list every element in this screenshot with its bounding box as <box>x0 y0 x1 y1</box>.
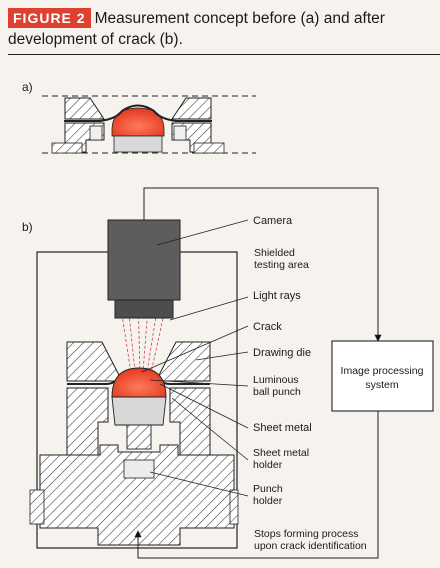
image-processing-line2: system <box>365 379 399 391</box>
processor-to-press-line <box>134 411 379 559</box>
label-luminous-2: ball punch <box>253 386 301 398</box>
label-stops-2: upon crack identification <box>254 540 367 552</box>
punch-holder-insert <box>123 459 155 479</box>
figure-badge: FIGURE 2 <box>8 8 91 28</box>
label-shielded-2: testing area <box>254 259 309 271</box>
label-crack: Crack <box>253 321 282 333</box>
caption-text: Measurement concept before (a) and after… <box>8 10 385 48</box>
label-holder-1: Sheet metal <box>253 447 309 459</box>
label-holder-2: holder <box>253 459 283 471</box>
panel-a-sheet-metal <box>64 104 212 122</box>
label-punch-2: holder <box>253 495 283 507</box>
panel-a-drawing <box>42 95 256 154</box>
panel-a-right-die <box>171 97 212 120</box>
label-sheet-metal: Sheet metal <box>253 422 312 434</box>
label-light-rays: Light rays <box>253 290 301 302</box>
panel-b-label: b) <box>22 220 33 234</box>
camera-lens <box>114 299 174 319</box>
punch-stem <box>126 424 152 450</box>
luminous-ball-punch <box>111 367 167 398</box>
panel-a-label: a) <box>22 80 33 94</box>
label-shielded-1: Shielded <box>254 247 295 259</box>
label-luminous-1: Luminous <box>253 374 299 386</box>
drawing-die-left <box>66 341 123 382</box>
panel-a-left-die <box>64 97 105 120</box>
camera-to-processor-line <box>143 187 382 342</box>
panel-a-punch-base <box>113 135 163 153</box>
image-processing-line1: Image processing <box>341 365 424 377</box>
leader-lines <box>141 219 249 497</box>
caption-divider <box>8 54 440 55</box>
camera-body <box>107 219 181 301</box>
label-punch-1: Punch <box>253 483 283 495</box>
punch-holder <box>39 444 235 546</box>
image-processing-box <box>331 340 434 412</box>
drawing-die-right <box>155 341 211 382</box>
label-drawing-die: Drawing die <box>253 347 311 359</box>
label-stops-1: Stops forming process <box>254 528 358 540</box>
label-camera: Camera <box>253 215 293 227</box>
punch-body <box>111 396 167 426</box>
panel-a-punch <box>111 107 165 137</box>
